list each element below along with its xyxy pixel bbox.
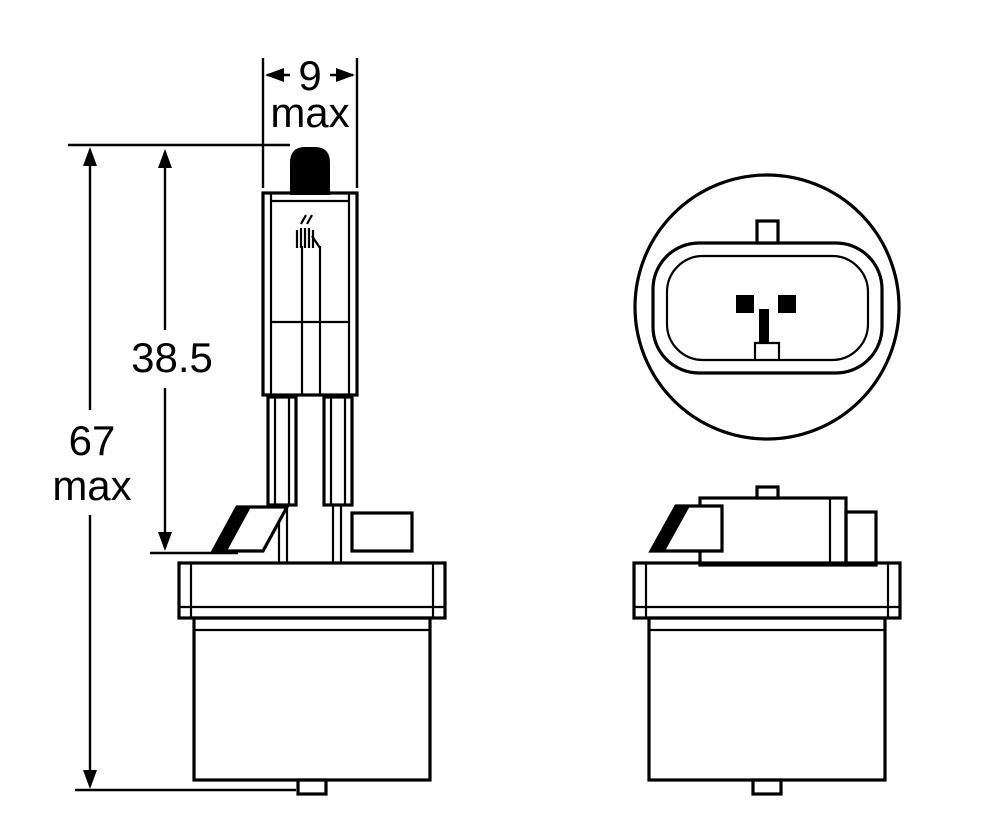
arrowhead-up [158,149,172,168]
top-view [633,173,901,441]
body-front [647,616,887,796]
connector-inner-ring [665,254,870,362]
total-length-value-label: 67 [69,417,116,464]
housing-top-tab [755,485,780,500]
base-step [844,510,878,567]
dim-total-length: 67 max [52,143,296,792]
side-step [350,511,414,553]
collar-front [632,561,902,620]
pin-center-slot [759,309,769,343]
leg-right [322,395,354,507]
arrowhead-down [158,532,172,551]
pin-right [778,295,796,313]
total-length-max-label: max [52,462,131,509]
bottom-tab-side [296,778,328,796]
base-housing [698,485,878,567]
base-front-view [632,485,902,796]
connector-top-tab [755,219,780,245]
width-max-label: max [270,89,349,136]
arrowhead-up [83,147,97,166]
dim-width: 9 max [261,52,359,188]
connector-bottom-notch [753,341,781,360]
base-wedge [648,504,724,553]
dim-glass-length: 38.5 [131,149,238,555]
arrowhead-left [265,68,284,82]
arrowhead-right [336,68,355,82]
arrowhead-down [83,770,97,789]
body-side [192,616,432,796]
leg-stems [277,505,343,563]
width-value-label: 9 [298,52,321,99]
collar-side [177,561,447,620]
bulb-tip [290,147,330,195]
connector-outer-ring [651,241,884,375]
leg-left [266,395,298,507]
glass-length-label: 38.5 [131,334,213,381]
bottom-tab-front [751,778,783,796]
filament [272,214,348,395]
dimension-annotations: 9 max 38.5 67 max [52,52,359,792]
pin-left [736,295,754,313]
side-view [177,147,447,796]
connector-circle [633,173,901,441]
glass-envelope [261,191,359,397]
keying-wedge [210,505,290,553]
